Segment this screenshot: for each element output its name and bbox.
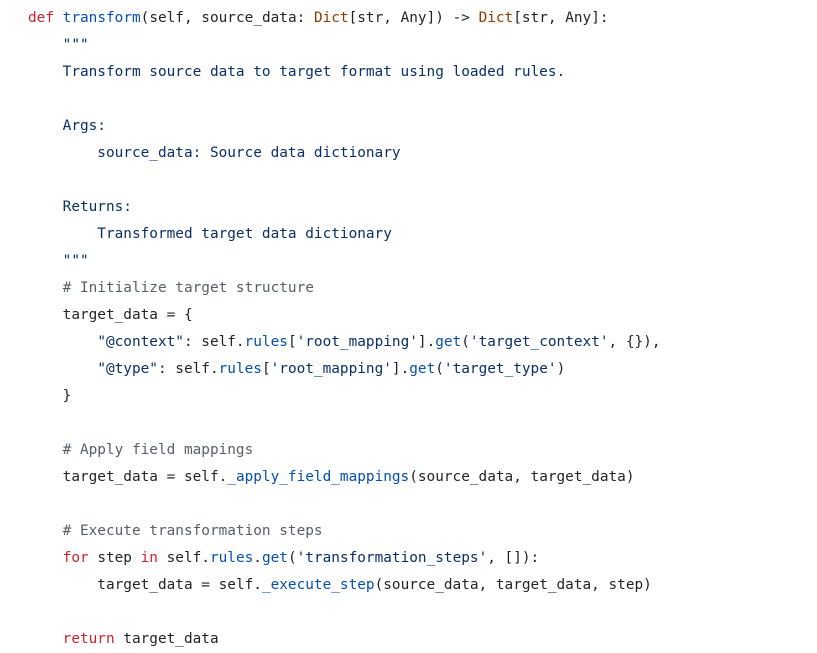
code-line: def transform(self, source_data: Dict[st… — [28, 5, 661, 32]
code-token: (self, source_data: — [140, 10, 314, 26]
code-token: return — [62, 631, 115, 647]
code-token: transform — [62, 10, 141, 26]
code-token — [28, 361, 97, 377]
code-token: = — [201, 577, 210, 593]
code-token: 'transformation_steps' — [296, 550, 488, 566]
code-line — [28, 491, 661, 518]
code-token: step — [88, 550, 141, 566]
code-token: _apply_field_mappings — [227, 469, 410, 485]
code-token: [ — [261, 361, 271, 377]
code-line: Returns: — [28, 194, 661, 221]
code-token: _execute_step — [261, 577, 375, 593]
code-token: [str, Any]) — [348, 10, 453, 26]
code-token: ( — [435, 361, 444, 377]
code-token: target_data — [28, 577, 202, 593]
code-token: rules — [244, 334, 288, 350]
code-token: Transformed target data dictionary — [28, 226, 392, 242]
code-line: """ — [28, 248, 661, 275]
code-token: "@type" — [97, 361, 158, 377]
code-line — [28, 599, 661, 626]
code-token: self. — [209, 577, 262, 593]
code-line: # Execute transformation steps — [28, 518, 661, 545]
code-token: get — [409, 361, 436, 377]
code-token: (source_data, target_data) — [409, 469, 635, 485]
code-token — [28, 334, 97, 350]
code-token: (source_data, target_data, step) — [374, 577, 652, 593]
code-token: 'root_mapping' — [296, 334, 418, 350]
code-token: target_data — [114, 631, 219, 647]
code-token: -> — [452, 10, 470, 26]
code-token: , {}), — [608, 334, 661, 350]
code-token: . — [253, 550, 262, 566]
code-token — [28, 550, 63, 566]
code-line: Args: — [28, 113, 661, 140]
code-token: , []): — [487, 550, 540, 566]
code-token: Dict — [478, 10, 514, 26]
code-token: = — [166, 307, 176, 323]
code-token: : self. — [183, 334, 245, 350]
code-line — [28, 167, 661, 194]
code-line: # Initialize target structure — [28, 275, 661, 302]
code-token: self. — [175, 469, 228, 485]
code-token: in — [140, 550, 158, 566]
code-token: [str, Any]: — [513, 10, 609, 26]
code-token: : self. — [157, 361, 219, 377]
code-line: Transform source data to target format u… — [28, 59, 661, 86]
code-token: for — [62, 550, 89, 566]
code-token: [ — [287, 334, 297, 350]
code-line: target_data = self._apply_field_mappings… — [28, 464, 661, 491]
code-block: def transform(self, source_data: Dict[st… — [28, 5, 661, 653]
code-token: 'root_mapping' — [270, 361, 392, 377]
code-token: ( — [461, 334, 470, 350]
code-token: ( — [287, 550, 297, 566]
code-token: # Initialize target structure — [28, 280, 314, 296]
code-token: Dict — [313, 10, 349, 26]
code-line — [28, 410, 661, 437]
code-token: Args: — [28, 118, 106, 134]
code-token: Returns: — [28, 199, 132, 215]
code-token: target_data — [28, 469, 167, 485]
code-token: = — [166, 469, 176, 485]
code-token: def — [28, 10, 54, 26]
code-token — [28, 631, 63, 647]
code-token: 'target_context' — [469, 334, 609, 350]
code-token: get — [261, 550, 288, 566]
code-token: target_data — [28, 307, 167, 323]
code-line: target_data = self._execute_step(source_… — [28, 572, 661, 599]
code-line: for step in self.rules.get('transformati… — [28, 545, 661, 572]
code-line — [28, 86, 661, 113]
code-token: source_data: Source data dictionary — [28, 145, 401, 161]
code-token: { — [175, 307, 193, 323]
code-token: ]. — [391, 361, 410, 377]
code-token: } — [28, 388, 72, 404]
code-line: return target_data — [28, 626, 661, 653]
code-token: # Apply field mappings — [28, 442, 254, 458]
code-line: "@context": self.rules['root_mapping'].g… — [28, 329, 661, 356]
code-token: rules — [218, 361, 262, 377]
code-token: ]. — [417, 334, 436, 350]
code-token: ) — [556, 361, 566, 377]
code-token: # Execute transformation steps — [28, 523, 323, 539]
code-line: target_data = { — [28, 302, 661, 329]
code-token: Transform source data to target format u… — [28, 64, 566, 80]
code-token — [470, 10, 479, 26]
code-token: get — [435, 334, 462, 350]
code-token: """ — [28, 253, 89, 269]
code-token: 'target_type' — [443, 361, 557, 377]
code-token: rules — [209, 550, 254, 566]
code-line: # Apply field mappings — [28, 437, 661, 464]
code-token: """ — [28, 37, 89, 53]
code-line: Transformed target data dictionary — [28, 221, 661, 248]
code-line: """ — [28, 32, 661, 59]
code-line: source_data: Source data dictionary — [28, 140, 661, 167]
code-token — [54, 10, 63, 26]
code-token: "@context" — [97, 334, 184, 350]
code-line: } — [28, 383, 661, 410]
code-line: "@type": self.rules['root_mapping'].get(… — [28, 356, 661, 383]
code-token: self. — [157, 550, 210, 566]
